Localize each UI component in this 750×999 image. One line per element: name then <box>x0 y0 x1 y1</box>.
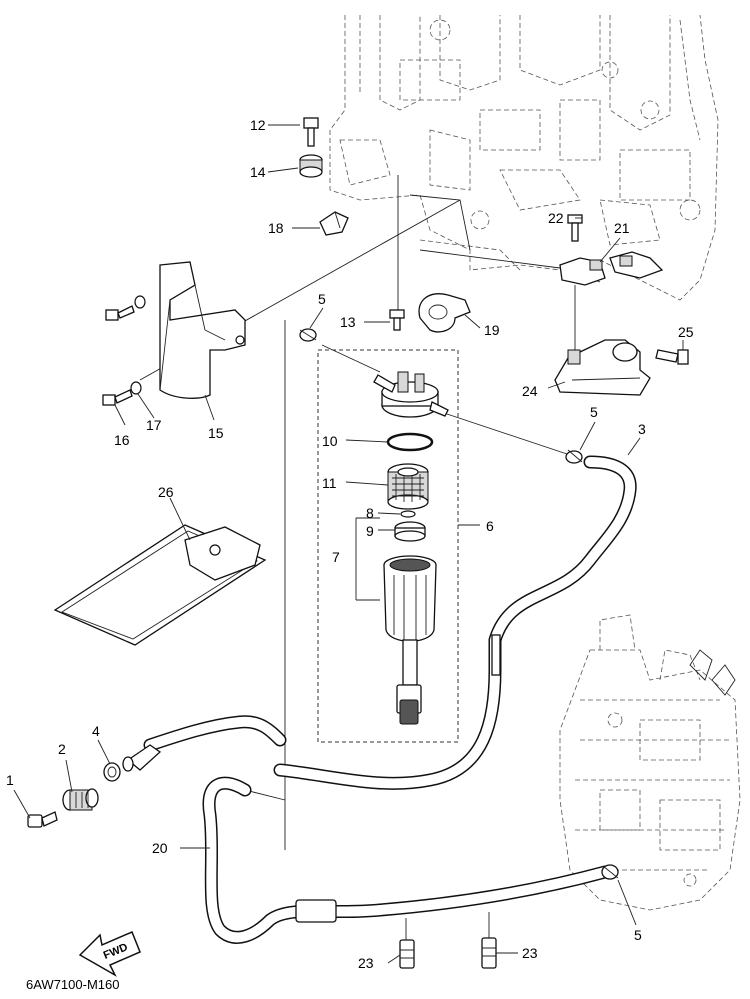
engine-block-outline <box>329 14 719 301</box>
callout-5-mid: 5 <box>590 404 598 420</box>
callout-24: 24 <box>522 383 538 399</box>
callout-1: 1 <box>6 772 14 788</box>
filter-bracket <box>159 261 246 399</box>
bolt-upper <box>105 295 146 321</box>
hose-joint <box>122 744 162 772</box>
callout-21: 21 <box>614 220 630 236</box>
o-ring <box>386 432 434 452</box>
hose-upper-joint <box>143 715 287 752</box>
callout-12: 12 <box>250 117 266 133</box>
joint-2 <box>62 788 99 811</box>
fuel-filter-assembly-box <box>317 349 459 743</box>
callout-2: 2 <box>58 741 66 757</box>
hose-clip-5-upper <box>299 328 317 342</box>
small-ring <box>400 510 416 518</box>
float <box>394 521 426 542</box>
filter-cup <box>383 555 437 725</box>
callout-labels: 12 14 18 5 13 19 10 11 8 9 7 6 5 3 22 21… <box>6 117 694 971</box>
clamp-23-left <box>399 939 415 969</box>
bolt-12 <box>303 117 319 147</box>
bracket-24 <box>554 339 651 396</box>
fuel-hose-20 <box>202 776 612 944</box>
callout-9: 9 <box>366 523 374 539</box>
callout-23-right: 23 <box>522 945 538 961</box>
forward-direction-arrow: FWD <box>78 931 141 977</box>
callout-19: 19 <box>484 322 500 338</box>
washer-17 <box>130 381 142 395</box>
callout-bracket-7 <box>355 517 380 601</box>
plug-1 <box>27 811 58 828</box>
clip-4 <box>103 762 121 782</box>
diagram-code: 6AW7100-M160 <box>26 977 119 992</box>
callout-5-upper: 5 <box>318 291 326 307</box>
callout-14: 14 <box>250 164 266 180</box>
tool-pouch-26 <box>53 524 267 646</box>
callout-16: 16 <box>114 432 130 448</box>
fuel-hose-3 <box>273 455 637 790</box>
sensor-21 <box>559 251 664 286</box>
callout-8: 8 <box>366 505 374 521</box>
callout-7: 7 <box>332 549 340 565</box>
hose-break-mark <box>491 634 501 676</box>
hose-clip-5-mid <box>565 449 583 464</box>
clamp-23-right <box>481 937 497 969</box>
hose-clip-5-lower <box>601 864 619 880</box>
bolt-22 <box>567 214 583 242</box>
callout-11: 11 <box>322 475 337 491</box>
fuel-filter-head <box>373 371 449 418</box>
callout-17: 17 <box>146 417 162 433</box>
callout-6: 6 <box>486 518 494 534</box>
hose-sleeve <box>295 899 337 923</box>
grommet-14 <box>299 154 323 178</box>
clamp-19 <box>418 293 471 333</box>
callout-5-lower: 5 <box>634 927 642 943</box>
callout-3: 3 <box>638 421 646 437</box>
callout-23-left: 23 <box>358 955 374 971</box>
callout-26: 26 <box>158 484 174 500</box>
callout-15: 15 <box>208 425 224 441</box>
callout-13: 13 <box>340 314 356 330</box>
screw-13 <box>389 309 405 331</box>
callout-18: 18 <box>268 220 284 236</box>
clip-18 <box>319 211 349 236</box>
callout-22: 22 <box>548 210 564 226</box>
callout-20: 20 <box>152 840 168 856</box>
fuel-pump-assembly-outline <box>559 614 741 911</box>
callout-leaders <box>13 124 684 964</box>
bolt-25 <box>655 349 689 365</box>
callout-4: 4 <box>92 723 100 739</box>
filter-element <box>387 463 429 510</box>
bolt-16 <box>102 389 133 406</box>
callout-10: 10 <box>322 433 338 449</box>
callout-25: 25 <box>678 324 694 340</box>
reference-lines <box>139 175 601 850</box>
